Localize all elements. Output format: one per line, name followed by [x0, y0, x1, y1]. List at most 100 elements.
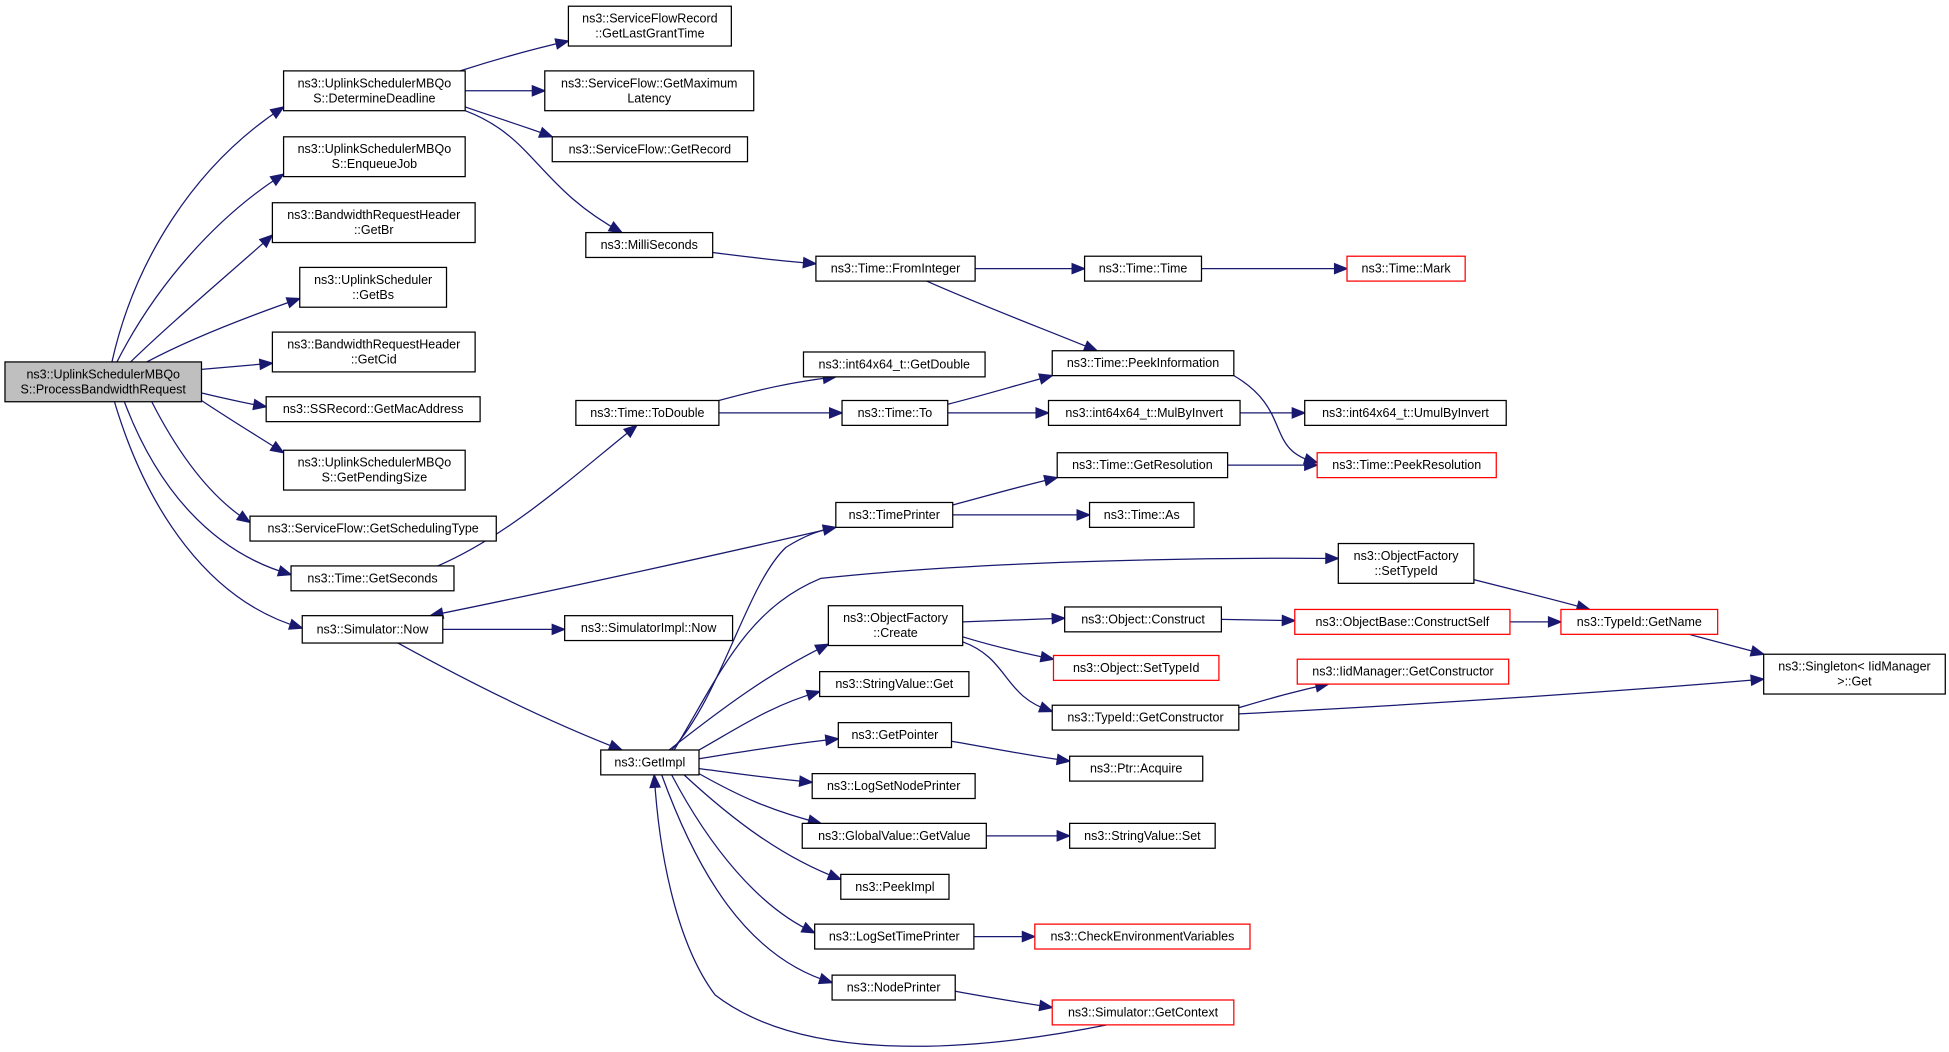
node-ns3-ssrecord-getmacaddress[interactable]: ns3::SSRecord::GetMacAddress — [265, 396, 481, 423]
node-ns3-serviceflow-getschedulingtype[interactable]: ns3::ServiceFlow::GetSchedulingType — [249, 515, 497, 542]
node-ns3-simulatorimpl-now[interactable]: ns3::SimulatorImpl::Now — [564, 615, 734, 642]
node-ns3-int64x64-t-getdouble[interactable]: ns3::int64x64_t::GetDouble — [802, 351, 986, 378]
node-ns3-time-frominteger[interactable]: ns3::Time::FromInteger — [815, 255, 976, 282]
node-label: ns3::Object::Construct — [1081, 612, 1205, 626]
edge-getimpl-to-logsetnode — [698, 768, 814, 787]
edge-typeidgetctor-to-iidgetctor — [1238, 681, 1330, 709]
edge-getimpl-to-gvgetvalue — [698, 773, 823, 826]
node-ns3-time-to[interactable]: ns3::Time::To — [841, 399, 949, 426]
node-ns3-object-construct[interactable]: ns3::Object::Construct — [1064, 606, 1223, 633]
node-ns3-peekimpl[interactable]: ns3::PeekImpl — [840, 873, 950, 900]
node-ns3-serviceflow-getrecord[interactable]: ns3::ServiceFlow::GetRecord — [551, 136, 749, 163]
node-ns3-nodeprinter[interactable]: ns3::NodePrinter — [831, 974, 956, 1001]
node-box — [271, 202, 476, 244]
node-ns3-time-mark[interactable]: ns3::Time::Mark — [1346, 255, 1466, 282]
edge-arrowhead — [1750, 674, 1766, 687]
edge-simnow-to-getimpl — [397, 642, 624, 751]
node-ns3-time-getresolution[interactable]: ns3::Time::GetResolution — [1056, 452, 1229, 479]
node-label: ns3::StringValue::Get — [835, 677, 953, 691]
node-ns3-typeid-getname[interactable]: ns3::TypeId::GetName — [1560, 608, 1719, 635]
node-ns3-stringvalue-get[interactable]: ns3::StringValue::Get — [819, 671, 970, 698]
node-ns3-objectbase-constructself[interactable]: ns3::ObjectBase::ConstructSelf — [1294, 608, 1511, 635]
node-ns3-checkenvironmentvariables[interactable]: ns3::CheckEnvironmentVariables — [1034, 923, 1251, 950]
node-ns3-uplinkschedulermbqos-getpendingsize[interactable]: ns3::UplinkSchedulerMBQoS::GetPendingSiz… — [282, 449, 466, 491]
node-ns3-serviceflowrecord-getlastgranttime[interactable]: ns3::ServiceFlowRecord::GetLastGrantTime — [567, 5, 732, 47]
node-ns3-object-settypeid[interactable]: ns3::Object::SetTypeId — [1052, 654, 1220, 681]
node-ns3-time-todouble[interactable]: ns3::Time::ToDouble — [575, 399, 720, 426]
node-ns3-iidmanager-getconstructor[interactable]: ns3::IidManager::GetConstructor — [1296, 658, 1510, 685]
edge-arrowhead — [622, 424, 639, 439]
node-label: Latency — [627, 91, 672, 105]
edge-line — [113, 401, 303, 629]
node-label: ns3::ObjectFactory — [1354, 549, 1460, 563]
node-label: ns3::ServiceFlow::GetRecord — [569, 142, 732, 156]
edge-line — [151, 401, 251, 523]
node-ns3-int64x64-t-umulbyinvert[interactable]: ns3::int64x64_t::UmulByInvert — [1304, 399, 1507, 426]
edge-fromint-to-timetime — [975, 262, 1087, 275]
node-box — [600, 749, 700, 776]
edge-ofcreate-to-typeidgetctor — [962, 641, 1054, 713]
edge-getseconds-to-todouble — [437, 424, 639, 567]
edge-arrowhead — [1291, 407, 1307, 419]
edges-layer — [111, 38, 1766, 1047]
node-label: ns3::Simulator::GetContext — [1068, 1005, 1219, 1019]
node-ns3-objectfactory-settypeid[interactable]: ns3::ObjectFactory::SetTypeId — [1337, 542, 1475, 584]
node-ns3-getpointer[interactable]: ns3::GetPointer — [837, 722, 953, 749]
edge-getpointer-to-ptracquire — [951, 740, 1072, 766]
node-ns3-simulator-now[interactable]: ns3::Simulator::Now — [301, 615, 444, 644]
node-label: ns3::UplinkSchedulerMBQo — [298, 456, 452, 470]
node-ns3-singleton-iidmanager-get[interactable]: ns3::Singleton< IidManager>::Get — [1763, 653, 1946, 695]
edge-line — [111, 106, 284, 363]
node-label: ::SetTypeId — [1374, 564, 1437, 578]
node-ns3-time-getseconds[interactable]: ns3::Time::GetSeconds — [290, 565, 455, 592]
node-label: ns3::Time::GetSeconds — [307, 571, 437, 585]
edge-arrowhead — [1281, 614, 1297, 627]
node-ns3-logsetnodeprinter[interactable]: ns3::LogSetNodePrinter — [811, 773, 976, 800]
node-ns3-ptr-acquire[interactable]: ns3::Ptr::Acquire — [1069, 755, 1204, 782]
node-box — [1051, 704, 1240, 731]
edge-line — [668, 643, 829, 751]
node-box — [1296, 658, 1510, 685]
node-ns3-typeid-getconstructor[interactable]: ns3::TypeId::GetConstructor — [1051, 704, 1240, 731]
node-ns3-int64x64-t-mulbyinvert[interactable]: ns3::int64x64_t::MulByInvert — [1047, 399, 1241, 426]
node-ns3-time-peekresolution[interactable]: ns3::Time::PeekResolution — [1316, 452, 1497, 479]
node-ns3-simulator-getcontext[interactable]: ns3::Simulator::GetContext — [1051, 999, 1235, 1026]
node-box — [1047, 399, 1241, 426]
node-label: ns3::GetImpl — [614, 755, 685, 769]
node-box — [551, 136, 749, 163]
node-ns3-timeprinter[interactable]: ns3::TimePrinter — [835, 501, 954, 528]
node-ns3-uplinkschedulermbqos-processbandwidthrequest[interactable]: ns3::UplinkSchedulerMBQoS::ProcessBandwi… — [4, 361, 203, 403]
node-ns3-uplinkschedulermbqos-determinedeadline[interactable]: ns3::UplinkSchedulerMBQoS::DetermineDead… — [282, 70, 466, 112]
edge-arrowhead — [258, 358, 275, 371]
node-ns3-objectfactory-create[interactable]: ns3::ObjectFactory::Create — [827, 605, 964, 647]
edge-arrowhead — [1035, 407, 1051, 419]
node-ns3-time-as[interactable]: ns3::Time::As — [1088, 501, 1195, 528]
edge-line — [653, 774, 1108, 1047]
node-ns3-bandwidthrequestheader-getcid[interactable]: ns3::BandwidthRequestHeader::GetCid — [271, 331, 476, 373]
node-ns3-time-peekinformation[interactable]: ns3::Time::PeekInformation — [1051, 350, 1235, 377]
node-label: >::Get — [1837, 675, 1872, 689]
node-ns3-logsettimeprinter[interactable]: ns3::LogSetTimePrinter — [814, 923, 975, 950]
node-ns3-milliseconds[interactable]: ns3::MilliSeconds — [585, 231, 714, 259]
node-ns3-stringvalue-set[interactable]: ns3::StringValue::Set — [1069, 822, 1216, 849]
edge-nodeprinter-to-getcontext — [955, 990, 1054, 1012]
node-box — [819, 671, 970, 698]
edge-arrowhead — [1039, 650, 1056, 663]
edge-line — [671, 774, 815, 934]
node-ns3-uplinkscheduler-getbs[interactable]: ns3::UplinkScheduler::GetBs — [299, 266, 448, 308]
node-ns3-bandwidthrequestheader-getbr[interactable]: ns3::BandwidthRequestHeader::GetBr — [271, 202, 476, 244]
node-ns3-getimpl[interactable]: ns3::GetImpl — [600, 749, 700, 776]
edge-line — [1238, 683, 1329, 709]
node-label: ns3::Singleton< IidManager — [1778, 660, 1931, 674]
node-label: ::GetCid — [351, 352, 397, 366]
node-ns3-globalvalue-getvalue[interactable]: ns3::GlobalValue::GetValue — [801, 822, 987, 849]
edge-line — [712, 251, 816, 265]
node-ns3-time-time[interactable]: ns3::Time::Time — [1083, 255, 1203, 282]
node-box — [1052, 654, 1220, 681]
edge-todouble-to-timeto — [718, 407, 844, 419]
edge-arrowhead — [1071, 262, 1087, 275]
edge-constructself-to-getname — [1509, 615, 1563, 628]
edge-getres-to-peekres — [1227, 459, 1319, 472]
